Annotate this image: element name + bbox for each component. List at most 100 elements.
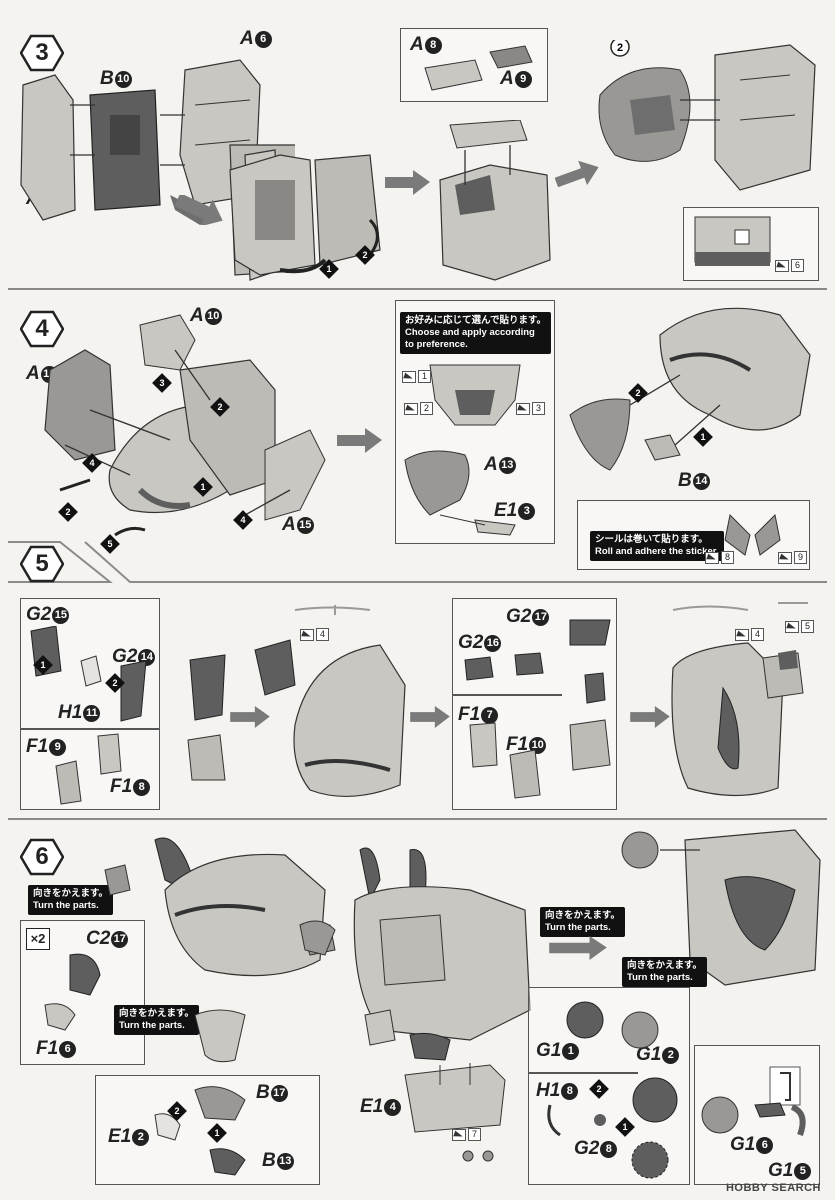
- multiplier-badge: ×2: [26, 928, 50, 950]
- step5-head-view-2-illustration: [671, 602, 808, 797]
- sticker-ref: 4: [300, 628, 329, 641]
- sequence-marker: 2: [167, 1101, 187, 1121]
- step6-hand-illustration: [299, 920, 336, 956]
- sticker-ref: 9: [778, 551, 807, 564]
- step3-head-attach-illustration: 2: [598, 40, 816, 191]
- step-badge-4: 4: [19, 310, 65, 348]
- step-arrow: [230, 706, 270, 728]
- sequence-marker: 4: [82, 453, 102, 473]
- step6-arm-parts-illustration: [44, 953, 101, 1031]
- step6-forearm-illustration: [194, 1009, 246, 1063]
- svg-text:2: 2: [617, 42, 623, 54]
- step5-left-parts-illustration: [30, 626, 147, 805]
- step-arrow: [549, 936, 607, 960]
- sequence-marker: 4: [233, 510, 253, 530]
- step4-crest-part-illustration: [404, 450, 516, 536]
- sequence-marker: 1: [693, 427, 713, 447]
- sequence-marker: 2: [210, 397, 230, 417]
- sequence-marker: 1: [319, 259, 339, 279]
- box-divider: [452, 694, 562, 696]
- step3-callout-box: [400, 28, 548, 102]
- section-divider: [8, 818, 827, 820]
- sequence-marker: 1: [193, 477, 213, 497]
- step-badge-5: 5: [19, 545, 65, 583]
- sequence-marker: 1: [33, 655, 53, 675]
- sequence-marker: 3: [152, 373, 172, 393]
- step6-head-left-illustration: [104, 837, 336, 977]
- step3-upper-body-illustration: [439, 120, 551, 281]
- step-arrow: [175, 195, 223, 225]
- sequence-marker: 2: [105, 673, 125, 693]
- sequence-marker: 2: [58, 502, 78, 522]
- step-arrow: [385, 170, 430, 195]
- step4-sticker-option-illustration: [429, 364, 521, 426]
- step5-shoulder-illustration-1: [187, 654, 226, 781]
- step3-body-assembly-illustration: [229, 154, 381, 276]
- step5-head-view-1-illustration: [254, 605, 406, 797]
- step-arrow: [630, 706, 670, 728]
- step-arrow: [337, 428, 382, 453]
- turn-note: 向きをかえます。 Turn the parts.: [28, 885, 114, 915]
- step6-waist-parts-illustration: [547, 1001, 678, 1179]
- step-badge-3: 3: [19, 34, 65, 72]
- sequence-marker: 2: [628, 383, 648, 403]
- step5-right-parts-illustration: [464, 619, 611, 799]
- step4-armor-assembly-illustration: [44, 314, 326, 537]
- roll-sticker-note: シールは巻いて貼ります。 Roll and adhere the sticker…: [590, 531, 724, 561]
- step-badge-6: 6: [19, 838, 65, 876]
- step-number: 4: [35, 315, 49, 342]
- box-divider: [20, 728, 160, 730]
- sticker-ref: 2: [404, 402, 433, 415]
- sticker-ref: 7: [452, 1128, 481, 1141]
- step6-hand-parts-illustration: [154, 1086, 246, 1176]
- choose-note: お好みに応じて選んで貼ります。 Choose and apply accordi…: [400, 312, 552, 354]
- step-arrow: [410, 706, 450, 728]
- box-divider: [528, 1072, 638, 1074]
- sticker-ref: 4: [735, 628, 764, 641]
- step3-sticker-detail-illustration: [694, 216, 771, 266]
- sticker-ref: 1: [402, 370, 431, 383]
- sticker-ref: 3: [516, 402, 545, 415]
- step3-chest-parts-illustration: [424, 45, 533, 91]
- sticker-ref: 5: [785, 620, 814, 633]
- sticker-ref: 6: [775, 259, 804, 272]
- step5-frame-line: [8, 541, 827, 583]
- sequence-marker: 1: [207, 1123, 227, 1143]
- turn-note: 向きをかえます。 Turn the parts.: [540, 907, 626, 937]
- sequence-marker: 5: [100, 534, 120, 554]
- step-arrow: [555, 160, 599, 188]
- sequence-marker: 2: [589, 1079, 609, 1099]
- sequence-marker: 2: [355, 245, 375, 265]
- step6-backpack-part-illustration: [404, 1063, 506, 1133]
- sticker-ref: 8: [705, 551, 734, 564]
- step-number: 5: [35, 550, 49, 577]
- step6-peg-icons: [462, 1150, 494, 1162]
- step-number: 6: [35, 843, 49, 870]
- step4-head-closeup-illustration: [569, 307, 811, 471]
- turn-note: 向きをかえます。 Turn the parts.: [114, 1005, 200, 1035]
